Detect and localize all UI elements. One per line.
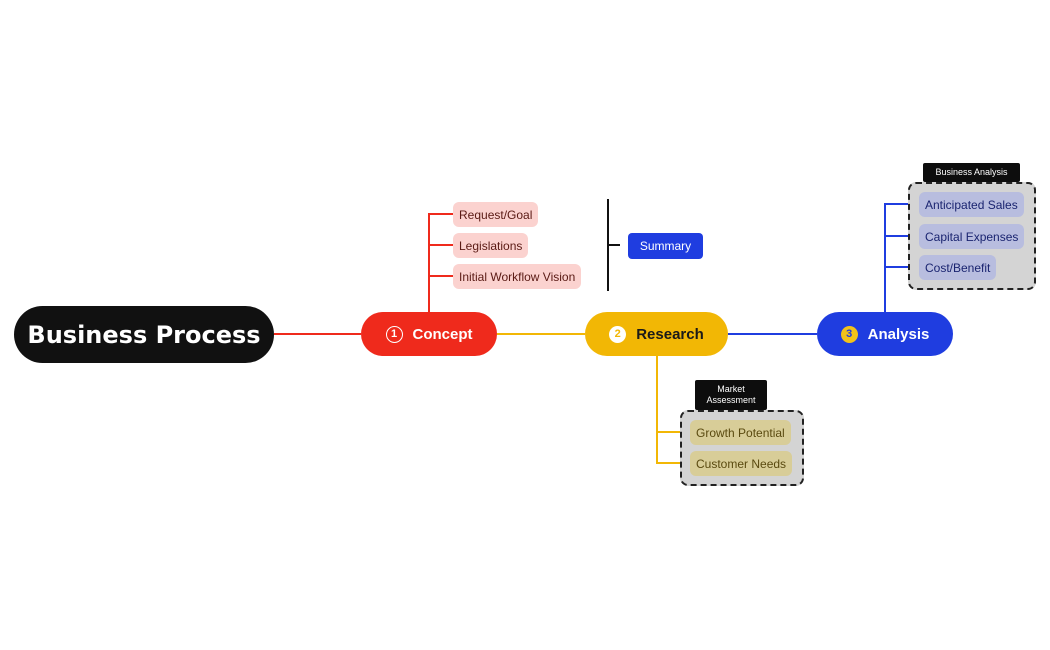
subtopic-cost-benefit[interactable]: Cost/Benefit	[919, 255, 997, 280]
central-topic[interactable]: Business Process	[14, 306, 274, 363]
topic-label: Research	[636, 325, 704, 343]
subtopic-initial-workflow-vision[interactable]: Initial Workflow Vision	[453, 264, 582, 289]
subtopic-label: Legislations	[459, 238, 523, 253]
subtopic-label: Initial Workflow Vision	[459, 269, 576, 284]
subtopic-label: Growth Potential	[696, 425, 785, 440]
topic-analysis[interactable]: 3 Analysis	[817, 312, 953, 356]
topic-concept[interactable]: 1 Concept	[361, 312, 497, 356]
subtopic-request-goal[interactable]: Request/Goal	[453, 202, 539, 227]
number-badge: 3	[840, 325, 858, 343]
subtopic-growth-potential[interactable]: Growth Potential	[690, 420, 791, 445]
number-badge: 2	[609, 325, 627, 343]
central-topic-label: Business Process	[27, 320, 261, 349]
summary-label: Summary	[639, 239, 692, 253]
subtopic-legislations[interactable]: Legislations	[453, 233, 529, 258]
subtopic-label: Anticipated Sales	[925, 197, 1018, 212]
subtopic-label: Customer Needs	[696, 456, 787, 471]
subtopic-anticipated-sales[interactable]: Anticipated Sales	[919, 192, 1024, 217]
topic-label: Concept	[412, 325, 473, 343]
subtopic-capital-expenses[interactable]: Capital Expenses	[919, 224, 1025, 249]
subtopic-label: Capital Expenses	[925, 229, 1019, 244]
subtopic-customer-needs[interactable]: Customer Needs	[690, 451, 793, 476]
topic-research[interactable]: 2 Research	[585, 312, 728, 356]
business-analysis-label: Business Analysis	[923, 163, 1020, 182]
number-badge: 1	[385, 325, 403, 343]
market-assessment-label: Market Assessment	[695, 380, 767, 410]
summary-topic[interactable]: Summary	[628, 233, 703, 259]
subtopic-label: Request/Goal	[459, 207, 533, 222]
topic-label: Analysis	[867, 325, 930, 343]
subtopic-label: Cost/Benefit	[925, 260, 991, 275]
